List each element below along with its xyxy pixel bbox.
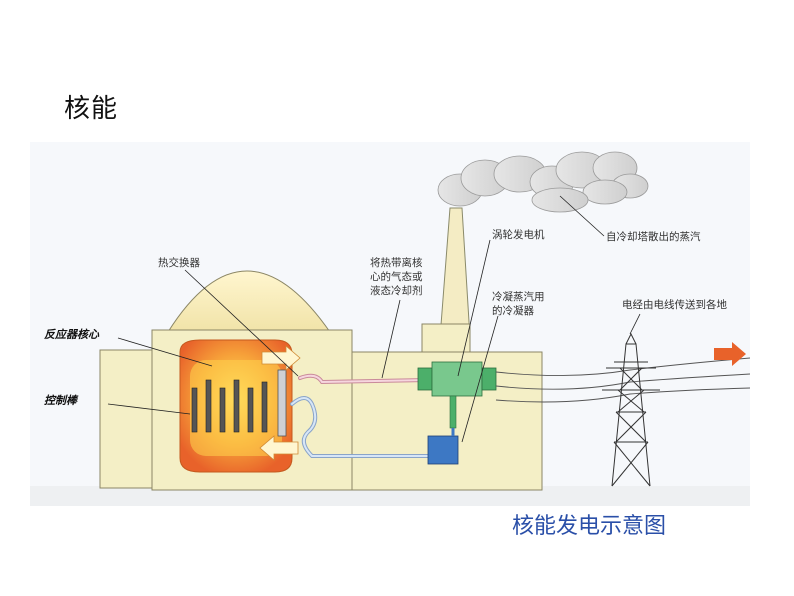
turbine-hall-tower xyxy=(421,323,471,355)
label-turbine: 涡轮发电机 xyxy=(492,228,545,241)
ground xyxy=(30,486,750,506)
heat-exchanger-tube xyxy=(277,369,287,437)
coolant-pipes xyxy=(290,373,430,458)
transmission-tower xyxy=(602,332,660,487)
nuclear-power-diagram: 热交换器 反应器核心 控制棒 将热带离核 心的气态或 液态冷却剂 涡轮发电机 冷… xyxy=(30,142,751,506)
label-heat-exchanger: 热交换器 xyxy=(158,256,200,269)
power-lines xyxy=(495,357,751,403)
label-control-rods: 控制棒 xyxy=(44,394,79,407)
diagram-caption: 核能发电示意图 xyxy=(512,514,667,539)
flow-arrow-top xyxy=(261,345,301,371)
page-title: 核能 xyxy=(64,94,119,124)
label-coolant-1: 将热带离核 xyxy=(370,256,423,269)
turbine-generator xyxy=(417,361,497,429)
flow-arrow-bottom xyxy=(259,435,299,461)
reactor-building-wing xyxy=(99,349,153,489)
steam-cloud xyxy=(437,151,649,213)
label-transmission: 电经由电线传送到各地 xyxy=(622,298,727,311)
containment-dome xyxy=(167,270,331,333)
label-reactor-core: 反应器核心 xyxy=(44,328,100,341)
label-steam: 自冷却塔散出的蒸汽 xyxy=(606,230,701,243)
leader-lines xyxy=(107,195,641,443)
label-condenser-1: 冷凝蒸汽用 xyxy=(492,290,545,303)
transmission-arrow xyxy=(714,342,746,366)
label-coolant-2: 心的气态或 xyxy=(370,270,423,283)
label-coolant-3: 液态冷却剂 xyxy=(370,284,423,297)
control-rods xyxy=(191,379,268,433)
condenser xyxy=(427,435,459,465)
label-condenser-2: 的冷凝器 xyxy=(492,304,534,317)
